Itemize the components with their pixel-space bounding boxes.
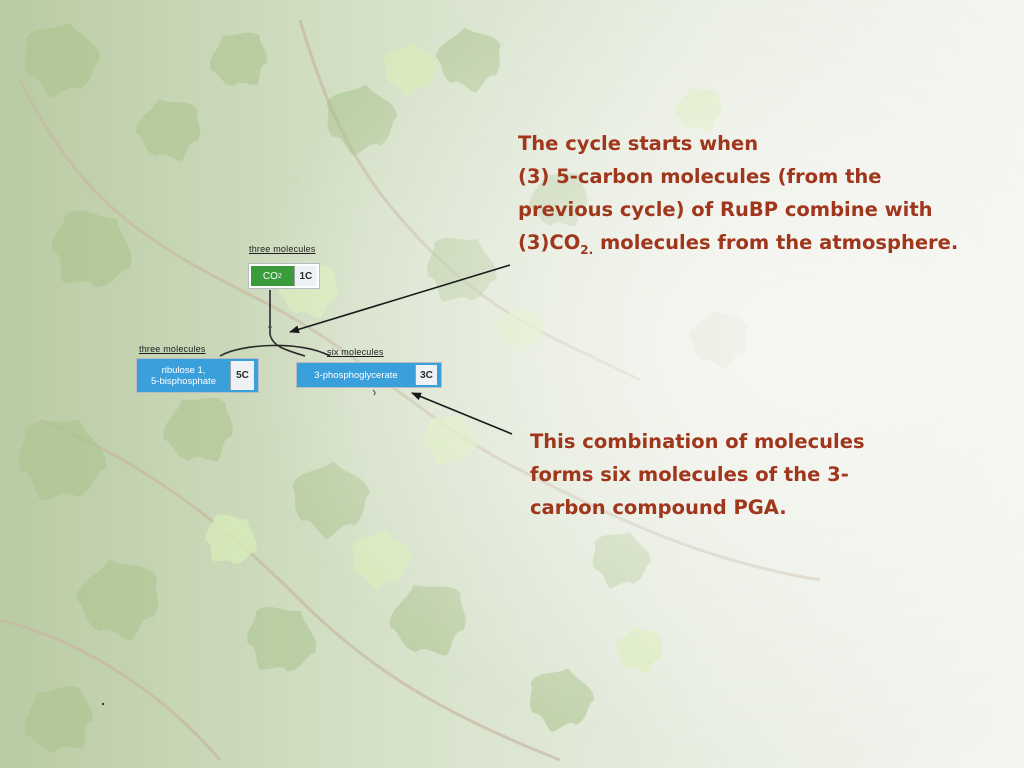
pga-box: 3-phosphoglycerate 3C (296, 362, 442, 388)
co2-caption: three molecules (249, 244, 316, 254)
callout-top-line-3: previous cycle) of RuBP combine with (518, 198, 933, 221)
callout-cycle-start: The cycle starts when (3) 5-carbon molec… (518, 127, 1008, 259)
callout-bottom-line-2: forms six molecules of the 3- (530, 463, 849, 486)
co2-label-sub: 2 (277, 272, 282, 280)
pga-carbon-count: 3C (415, 365, 437, 385)
pga-caption: six molecules (327, 347, 384, 357)
callout-bottom-line-3: carbon compound PGA. (530, 496, 787, 519)
rubp-caption: three molecules (139, 344, 206, 354)
stray-dot (102, 703, 104, 705)
callout-bottom-line-1: This combination of molecules (530, 430, 865, 453)
co2-label-main: CO (262, 270, 278, 282)
callout-top-line-4-post: molecules from the atmosphere. (593, 231, 959, 254)
co2-carbon-count: 1C (293, 266, 317, 286)
callout-pga-formation: This combination of molecules forms six … (530, 425, 910, 524)
callout-top-line-4-pre: (3)CO (518, 231, 581, 254)
rubp-carbon-count: 5C (230, 361, 254, 390)
callout-top-line-4-sub: 2. (580, 243, 594, 257)
rubp-box: ribulose 1, 5-bisphosphate 5C (136, 358, 259, 393)
rubp-label: ribulose 1, 5-bisphosphate (151, 364, 216, 387)
callout-top-line-1: The cycle starts when (518, 132, 759, 155)
pga-label: 3-phosphoglycerate (314, 369, 398, 381)
callout-top-line-2: (3) 5-carbon molecules (from the (518, 165, 882, 188)
